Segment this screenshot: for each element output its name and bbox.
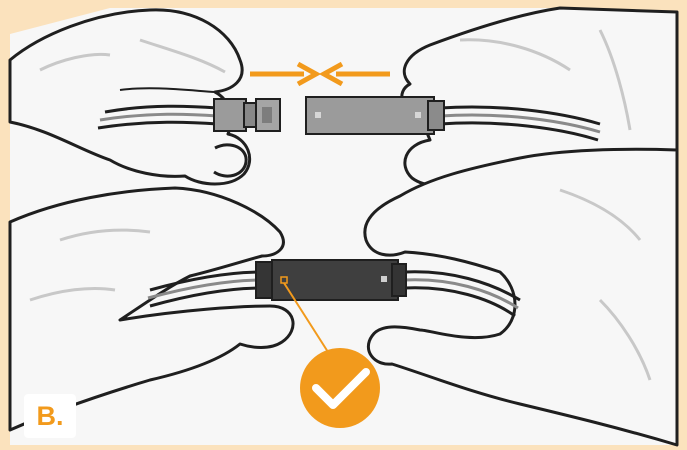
connector-mated bbox=[255, 259, 407, 301]
connector-female-housing bbox=[305, 96, 445, 135]
top-right-cable bbox=[439, 105, 601, 142]
bottom-left-hand bbox=[8, 186, 295, 432]
top-left-cable bbox=[97, 104, 219, 130]
top-left-hand bbox=[8, 8, 251, 186]
arrow-left-icon bbox=[318, 61, 390, 87]
connector-male-plug bbox=[213, 98, 281, 132]
indicator-line bbox=[283, 282, 329, 353]
bottom-cables bbox=[147, 270, 521, 318]
check-circle-icon bbox=[300, 348, 380, 428]
step-label: B. bbox=[24, 394, 76, 438]
arrow-right-icon bbox=[250, 61, 322, 87]
